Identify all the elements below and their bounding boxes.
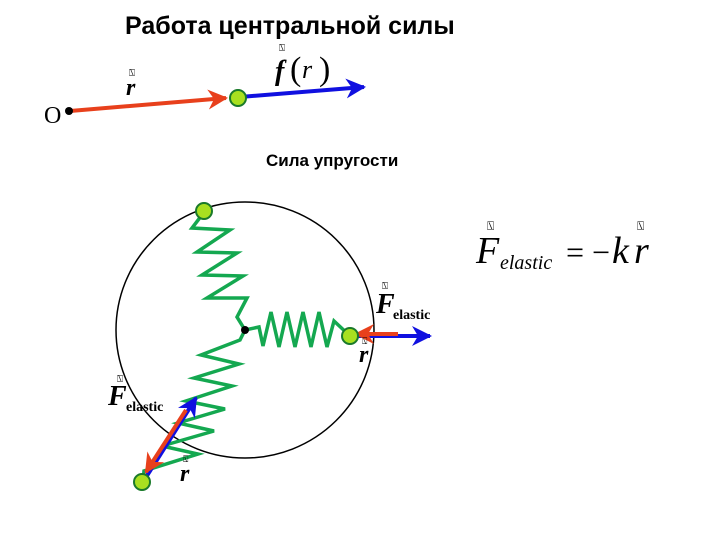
particle-right	[341, 327, 359, 345]
central-force-illustration: O ⍂ r ⍂ f ( r )	[44, 43, 366, 129]
label-r-lower: r	[180, 461, 190, 487]
spring-lower	[141, 329, 247, 483]
spring-right	[244, 311, 352, 348]
label-elastic-right: elastic	[393, 308, 430, 323]
elastic-force-illustration: ⍂ F elastic ⍂ r ⍂ F elastic ⍂ r	[107, 201, 432, 491]
formula-minus: −	[592, 234, 610, 270]
formula-equals: =	[566, 234, 584, 270]
page-title: Работа центральной силы	[125, 12, 455, 40]
label-r-vector: r	[126, 75, 136, 101]
label-r-right: r	[359, 342, 369, 368]
particle-top	[195, 202, 213, 220]
vector-mark-icon: ⍂	[382, 281, 388, 292]
spring-upper	[188, 209, 250, 331]
label-F-lower: F	[107, 381, 127, 412]
elastic-force-formula: ⍂ F elastic = − k ⍂ r	[475, 219, 649, 274]
vector-mark-icon: ⍂	[362, 337, 368, 347]
vector-mark-icon: ⍂	[183, 455, 189, 465]
particle-bottom	[133, 473, 151, 491]
lower-elastic-force-arrow	[144, 408, 188, 474]
label-F-right: F	[375, 289, 395, 320]
origin-point	[65, 107, 73, 115]
label-paren-close: )	[319, 51, 330, 88]
vector-mark-icon: ⍂	[117, 374, 123, 385]
force-vector-arrow	[239, 78, 366, 99]
trajectory-circle	[115, 201, 375, 459]
label-f-argument: r	[302, 55, 313, 84]
section-subtitle: Сила упругости	[266, 151, 398, 170]
label-elastic-lower: elastic	[126, 400, 163, 415]
formula-lhs: F	[475, 230, 500, 272]
vector-mark-icon: ⍂	[637, 219, 644, 233]
vector-mark-icon: ⍂	[279, 43, 285, 54]
particle-point	[229, 89, 247, 107]
origin-label: O	[44, 103, 61, 129]
center-point	[241, 326, 249, 334]
radius-vector-arrow	[69, 89, 228, 113]
vector-mark-icon: ⍂	[487, 219, 494, 233]
label-paren-open: (	[290, 51, 301, 88]
formula-k: k	[612, 230, 630, 272]
vector-mark-icon: ⍂	[129, 68, 135, 79]
formula-r: r	[634, 230, 649, 272]
formula-lhs-subscript: elastic	[500, 252, 552, 274]
label-f-symbol: f	[275, 56, 287, 87]
